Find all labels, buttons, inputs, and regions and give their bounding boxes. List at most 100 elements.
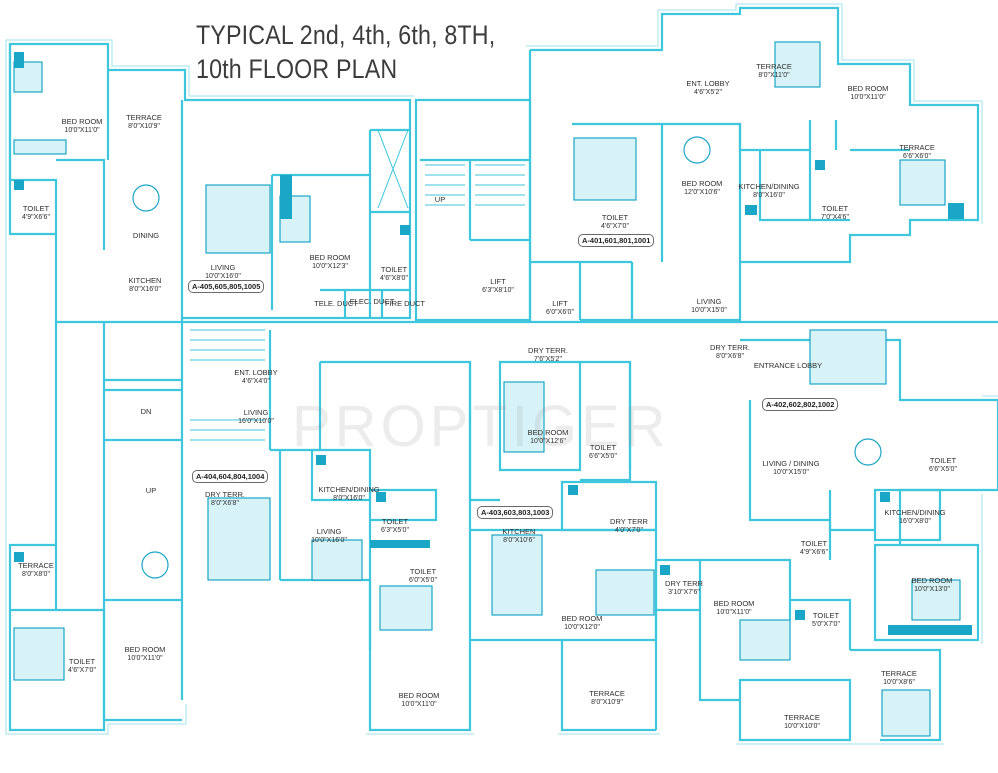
room-size: 10'0"X11'0" [401,701,437,708]
room-size: 10'0"X12'3" [312,263,348,270]
room-size: 8'0"X16'0" [753,192,785,199]
unit-tag-405: A-405,605,805,1005 [188,280,265,293]
room-label: DRY TERR.8'0"X6'8" [205,491,245,508]
walls [8,6,998,742]
room-label: TELE. DUCT [314,300,358,309]
room-size: 8'0"X16'0" [333,495,365,502]
room-name: TOILET [929,456,957,465]
room-label: ELEC. DUCT [350,298,395,307]
room-name: BED ROOM [398,691,440,700]
room-name: UP [145,486,157,495]
furniture [13,41,961,737]
room-name: TOILET [601,213,629,222]
room-name: BED ROOM [911,576,953,585]
room-name: ENTRANCE LOBBY [753,361,823,370]
room-size: 10'0"X13'0" [914,586,950,593]
outer-walls [5,3,998,745]
room-size: 10'0"X10'0" [784,723,820,730]
room-size: 4'6"X7'0" [601,223,629,230]
room-name: LIFT [552,299,568,308]
room-name: TOILET [821,204,849,213]
room-size: 16'0"X10'0" [238,418,274,425]
room-name: DRY TERR. [709,343,751,352]
room-name: DRY TERR. [204,490,246,499]
room-size: 4'6"X5'2" [694,89,722,96]
room-name: TOILET [380,265,408,274]
room-name: BED ROOM [124,645,166,654]
room-label: UP [146,487,156,496]
room-size: 10'0"X15'0" [691,307,727,314]
room-size: 4'9"X6'6" [22,214,50,221]
room-name: KITCHEN/DINING [884,508,946,517]
room-name: TERRACE [899,143,935,152]
room-label: DRY TERR.7'6"X5'2" [528,347,568,364]
room-name: TERRACE [589,689,625,698]
room-size: 8'0"X10'6" [503,537,535,544]
room-name: LIVING / DINING [762,459,820,468]
room-label: FIRE DUCT [385,300,425,309]
room-size: 8'0"X6'8" [716,353,744,360]
room-size: 6'0"X6'0" [546,309,574,316]
plan-title-line-1: TYPICAL 2nd, 4th, 6th, 8TH, [196,20,496,50]
room-name: TERRACE [756,62,792,71]
room-size: 4'6"X7'0" [68,667,96,674]
room-size: 10'0"X8'6" [883,679,915,686]
room-size: 8'0"X10'9" [591,699,623,706]
room-size: 4'6"X8'0" [380,275,408,282]
room-size: 7'6"X5'2" [534,356,562,363]
room-name: TELE. DUCT [314,299,358,308]
room-name: UP [434,195,446,204]
unit-tag-403: A-403,603,803,1003 [477,506,554,519]
room-name: BED ROOM [309,253,351,262]
room-size: 12'0"X10'6" [684,189,720,196]
room-size: 8'0"X6'8" [211,500,239,507]
plan-title-line-2: 10th FLOOR PLAN [196,54,398,84]
room-name: LIVING [316,527,342,536]
room-size: 6'6"X6'0" [903,153,931,160]
room-size: 7'0"X4'6" [821,214,849,221]
room-name: KITCHEN/DINING [738,182,800,191]
room-name: TOILET [800,539,828,548]
room-name: TERRACE [784,713,820,722]
room-name: DINING [132,231,160,240]
room-name: DRY TERR [665,579,703,588]
watermark: PROPTIGER [292,394,670,459]
room-size: 10'0"X12'6" [530,438,566,445]
room-label: UP [435,196,445,205]
room-size: 6'6"X5'0" [929,466,957,473]
room-label: DRY TERR.8'0"X6'8" [710,344,750,361]
room-name: BED ROOM [61,117,103,126]
room-name: LIFT [490,277,506,286]
room-size: 4'0"X7'0" [615,527,643,534]
room-name: KITCHEN [502,527,536,536]
room-label: DN [141,408,152,417]
fixtures [14,52,972,635]
room-name: TOILET [381,517,409,526]
unit-tag-401: A-401,601,801,1001 [578,234,655,247]
room-name: BED ROOM [561,614,603,623]
room-name: TOILET [589,443,617,452]
room-size: 10'0"X11'0" [64,127,100,134]
